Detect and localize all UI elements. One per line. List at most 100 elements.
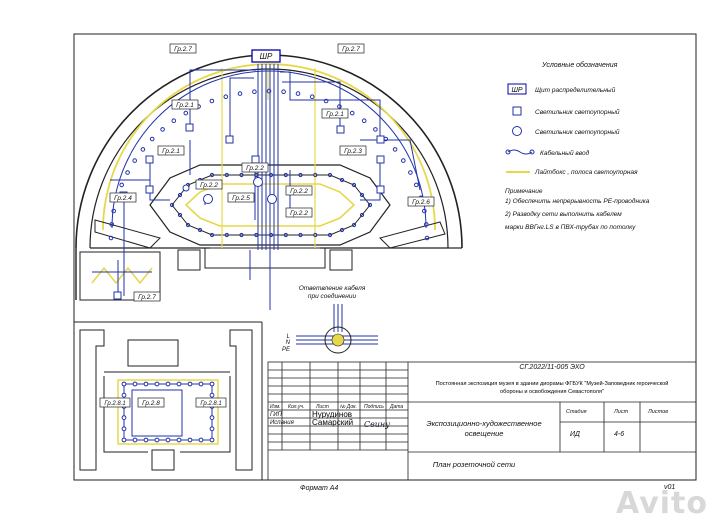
outlet-dot	[361, 118, 367, 123]
outlet-dot	[165, 381, 171, 387]
room-outlet-dots	[121, 381, 215, 443]
stamp-hdr-doc: № Док.	[340, 404, 357, 410]
stamp-role-1: ГИП	[270, 412, 283, 418]
outlet-dot	[209, 232, 215, 238]
outlet-dot	[132, 381, 138, 387]
stamp-signature: Свину	[364, 420, 390, 429]
outlet-dot	[313, 172, 318, 178]
group-label: Гр.2.6	[412, 199, 430, 206]
outlet-dot	[268, 232, 274, 238]
stamp-hdr-list: Лист	[315, 404, 329, 410]
group-label: Гр.2.5	[232, 195, 250, 202]
small-room-plan: Гр.2.8 Гр.2.8.1 Гр.2.8.1	[74, 321, 263, 480]
outlet-dot	[209, 381, 215, 387]
outlet-dot	[359, 192, 365, 198]
outlet-dot	[283, 172, 288, 178]
branch-L: L	[287, 334, 290, 340]
stamp-name-2: Самарский	[312, 418, 353, 427]
group-label: Гр.2.4	[114, 195, 132, 202]
group-label: Гр.2.7	[138, 294, 156, 301]
outlet-dot	[309, 94, 315, 99]
group-label: Гр.2.2	[290, 210, 308, 217]
legend-item: Кабельный ввод	[540, 149, 590, 157]
outlet-dot	[268, 172, 274, 178]
outlet-dot	[224, 172, 229, 178]
outlet-dot	[408, 170, 413, 175]
outlet-dot	[351, 222, 357, 228]
group-label: Гр.2.1	[326, 111, 344, 118]
outlet-dot	[351, 182, 357, 188]
group-label: Гр.2.8.1	[200, 401, 221, 407]
outlet-dot	[198, 437, 204, 443]
outlet-dot	[187, 381, 193, 387]
notes-line-1: 1) Обеспечить непрерывность РЕ-проводник…	[505, 197, 650, 205]
stamp-sheets-hdr: Листов	[647, 409, 668, 415]
outlet-dot	[121, 437, 127, 443]
outlet-dot	[197, 227, 203, 233]
legend-item: Лайтбокс , полоса светоупорная	[534, 168, 638, 176]
outlet-dot	[327, 232, 333, 238]
stamp-hdr-kol: Кол.уч.	[288, 404, 304, 410]
group-label: Гр.2.7	[342, 46, 360, 53]
group-label: Гр.2.3	[344, 148, 362, 155]
group-label: Гр.2.2	[246, 165, 264, 172]
outlet-dot	[198, 381, 204, 387]
outlet-dot	[337, 104, 342, 109]
stamp-stage-hdr: Стадия	[566, 409, 587, 415]
outlet-dot	[108, 235, 114, 241]
branch-detail: Ответвление кабеля при соединении L N PE	[282, 284, 378, 354]
dome-plan: ШР Гр.2.7 Гр.2.7 Гр.2.1 Гр.2.1 Гр.2.1 Гр…	[75, 43, 463, 310]
stamp-stage: ИД	[570, 431, 580, 438]
outlet-dot	[239, 172, 244, 178]
outlet-dot	[422, 208, 427, 214]
outlet-dot	[177, 212, 183, 218]
outlet-dot	[111, 208, 116, 214]
outlet-dot	[140, 147, 146, 152]
stamp-role-2: Испания	[270, 420, 295, 426]
switchboard-label: ШР	[260, 52, 273, 61]
outlet-dot	[298, 232, 303, 238]
group-label: Гр.2.8	[142, 400, 160, 407]
outlet-dot	[349, 110, 355, 116]
outlet-dot	[367, 202, 373, 208]
stamp-description-1: Постоянная экспозиция музея в здании дио…	[436, 380, 669, 387]
branch-PE: PE	[282, 347, 291, 353]
avito-watermark: Avito	[616, 486, 708, 521]
outlet-dot	[121, 415, 127, 421]
outlet-dot	[132, 437, 138, 443]
outlet-dot	[239, 232, 244, 238]
outlet-dot	[339, 177, 345, 183]
outlet-dot	[283, 232, 288, 238]
title-block	[267, 361, 697, 481]
legend-shr-symbol: ШР	[511, 87, 522, 94]
outlet-dot	[209, 172, 215, 178]
group-label: Гр.2.2	[290, 188, 308, 195]
platform-outlet-dots	[169, 172, 373, 238]
switchboard	[251, 49, 281, 63]
outlet-dot	[125, 170, 130, 175]
outlet-dot	[169, 202, 175, 208]
outlet-dot	[252, 89, 257, 94]
stamp-sheet-hdr: Лист	[613, 409, 629, 415]
stamp-hdr-date: Дата	[389, 404, 403, 410]
outlet-dot	[165, 437, 171, 443]
outlet-dot	[237, 91, 243, 96]
outlet-dot	[327, 172, 333, 178]
outlet-dot	[121, 426, 127, 432]
outlet-dot	[154, 437, 160, 443]
outlet-dot	[209, 426, 215, 432]
outlet-dot	[254, 232, 259, 238]
branch-title-2: при соединении	[308, 292, 357, 300]
outlet-dot	[154, 381, 160, 387]
outlet-dot	[121, 381, 127, 387]
outlet-dot	[298, 172, 303, 178]
notes-line-2: 2) Разводку сети выполнить кабелем	[504, 210, 622, 218]
outlet-dot	[149, 136, 155, 142]
outlet-dot	[171, 118, 177, 123]
outlet-dot	[177, 192, 183, 198]
version-label: v01	[664, 484, 675, 491]
outlet-dot	[121, 392, 127, 398]
group-label: Гр.2.2	[200, 182, 218, 189]
branch-N: N	[286, 340, 291, 346]
legend-item: Щит распределительный	[535, 86, 616, 94]
